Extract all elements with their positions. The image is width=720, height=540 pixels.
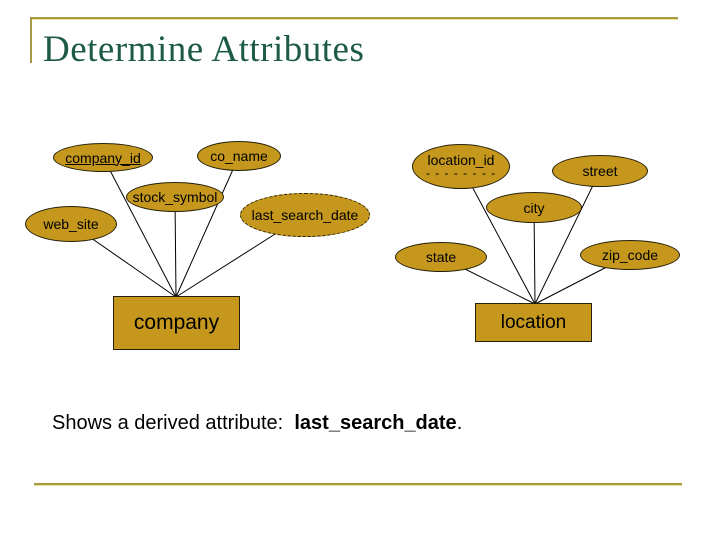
attribute-stock-symbol: stock_symbol	[126, 182, 224, 212]
top-border-line-highlight	[30, 19, 678, 20]
attribute-co-name: co_name	[197, 141, 281, 171]
attribute-co-name-label: co_name	[210, 148, 268, 164]
attribute-last-search-date: last_search_date	[240, 193, 370, 237]
attribute-stock-symbol-label: stock_symbol	[132, 189, 218, 205]
caption-text: Shows a derived attribute:	[52, 412, 295, 434]
attribute-location-id-label: location_id	[427, 151, 495, 168]
attribute-zip-code-label: zip_code	[601, 247, 659, 263]
bottom-border-line	[34, 483, 682, 485]
slide-title: Determine Attributes	[43, 29, 365, 70]
attribute-web-site: web_site	[25, 206, 117, 242]
entity-location-label: location	[500, 311, 567, 333]
partial-key-dashes: - - - - - - - -	[425, 166, 497, 181]
caption-highlight: last_search_date	[294, 412, 457, 434]
attribute-city-label: city	[523, 199, 545, 216]
entity-company-label: company	[133, 311, 220, 334]
attribute-zip-code: zip_code	[580, 240, 680, 270]
attribute-location-id: location_id - - - - - - - -	[412, 144, 510, 189]
attribute-street-label: street	[582, 163, 618, 179]
bottom-border-line-highlight	[34, 485, 682, 486]
attribute-web-site-label: web_site	[43, 216, 99, 232]
attribute-company-id-label: company_id	[65, 149, 141, 166]
caption-period: .	[456, 412, 463, 434]
left-border-line	[30, 17, 32, 63]
top-border-line	[30, 17, 678, 19]
attribute-state: state	[395, 242, 487, 272]
caption: Shows a derived attribute: last_search_d…	[52, 412, 462, 435]
attribute-last-search-date-label: last_search_date	[251, 207, 359, 223]
attribute-city: city	[486, 192, 582, 223]
attribute-state-label: state	[425, 249, 457, 265]
attribute-company-id: company_id	[53, 143, 153, 172]
entity-location: location	[475, 303, 592, 342]
entity-company: company	[113, 296, 240, 350]
attribute-street: street	[552, 155, 648, 187]
